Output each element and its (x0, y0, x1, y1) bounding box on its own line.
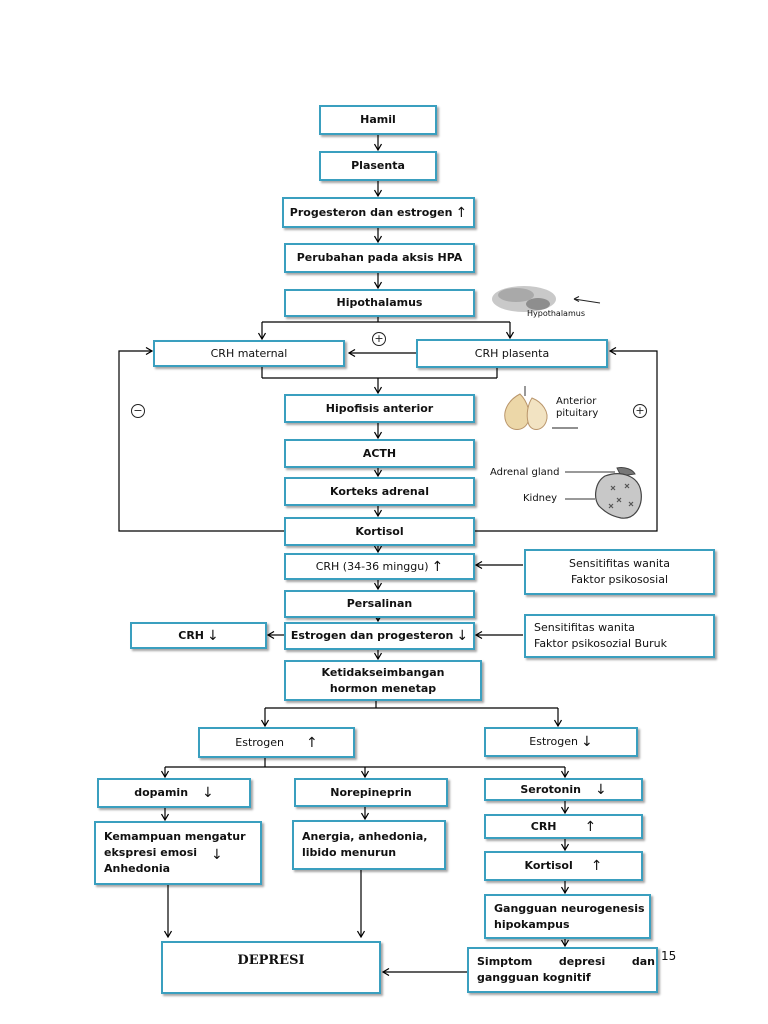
text-line: Anhedonia (104, 862, 171, 875)
node-label: Estrogen dan progesteron (290, 629, 454, 642)
node-label: Serotonin (520, 782, 581, 796)
adrenal-kidney-illustration (565, 467, 642, 519)
node-label: CRH plasenta (474, 346, 550, 360)
node-label: Persalinan (346, 597, 413, 610)
node-label: Perubahan pada aksis HPA (296, 251, 463, 264)
text-line: libido menurun (302, 846, 397, 859)
hypothalamus-label: Hypothalamus (527, 309, 585, 318)
node-sensitifitas-2: Sensitifitas wanita Faktor psikosozial B… (524, 614, 715, 658)
node-crh-34-36: CRH (34-36 minggu)↑ (284, 553, 475, 580)
plus-sign-icon: + (372, 332, 386, 346)
node-label: Estrogen (235, 735, 284, 749)
arrow-up-icon: ↑ (590, 858, 603, 874)
node-text: Anergia, anhedonia, libido menurun (302, 829, 428, 861)
pointer-line (552, 427, 578, 429)
node-label: Ketidakseimbangan hormon menetap (321, 665, 445, 695)
node-text: Sensitifitas wanita Faktor psikososial (569, 556, 670, 588)
node-gangguan-neuro: Gangguan neurogenesis hipokampus (484, 894, 651, 939)
node-text: Sensitifitas wanita Faktor psikosozial B… (534, 620, 667, 652)
node-simptom: Simptom depresi dan gangguan kognitif (467, 947, 658, 993)
arrow-down-icon: ↓ (211, 847, 223, 863)
node-depresi: DEPRESI (161, 941, 381, 994)
node-progesteron-estrogen: Progesteron dan estrogen↑ (282, 197, 475, 228)
node-perubahan-hpa: Perubahan pada aksis HPA (284, 243, 475, 273)
node-text: Gangguan neurogenesis hipokampus (494, 901, 645, 933)
text-line: hipokampus (494, 917, 570, 931)
node-label: Hipothalamus (336, 296, 423, 309)
node-crh-right: CRH ↑ (484, 814, 643, 839)
arrow-down-icon: ↓ (581, 734, 593, 750)
node-label: Plasenta (351, 159, 405, 172)
node-crh-plasenta: CRH plasenta (416, 339, 608, 368)
node-hipothalamus: Hipothalamus (284, 289, 475, 317)
node-label: CRH (530, 819, 557, 833)
node-label: CRH (34-36 minggu) (315, 559, 429, 573)
arrow-up-icon: ↑ (306, 734, 318, 751)
kidney-label: Kidney (523, 493, 558, 504)
arrow-down-icon: ↓ (207, 627, 219, 644)
node-hipofisis-anterior: Hipofisis anterior (284, 394, 475, 423)
node-kemampuan: Kemampuan mengatur ekspresi emosi Anhedo… (94, 821, 262, 885)
node-ketidakseimbangan: Ketidakseimbangan hormon menetap (284, 660, 482, 701)
node-text: Simptom depresi dan gangguan kognitif (477, 954, 655, 986)
node-estrogen-up: Estrogen ↑ (198, 727, 355, 758)
node-label: Kortisol (524, 859, 573, 872)
node-kortisol: Kortisol (284, 517, 475, 546)
plus-sign-icon: + (633, 404, 647, 418)
node-label: Norepineprin (330, 785, 412, 799)
node-label: Estrogen (529, 735, 578, 748)
node-label: CRH maternal (210, 346, 288, 360)
node-norepineprin: Norepineprin (294, 778, 448, 807)
text-line: Faktor psikososial (570, 573, 668, 586)
node-anergia: Anergia, anhedonia, libido menurun (292, 820, 446, 870)
text-line: gangguan kognitif (477, 971, 591, 984)
page-number: 15 (661, 949, 677, 963)
minus-sign-icon: − (131, 404, 145, 418)
node-label: Hamil (360, 113, 396, 126)
pituitary-illustration (504, 386, 548, 430)
text-line: ekspresi emosi (104, 846, 198, 859)
pituitary-label-line: Anterior (556, 396, 597, 407)
node-acth: ACTH (284, 439, 475, 468)
node-label: Progesteron dan estrogen (289, 205, 453, 219)
node-label: CRH (178, 628, 204, 642)
text-line: Faktor psikosozial Buruk (534, 637, 667, 650)
node-crh-down: CRH↓ (130, 622, 267, 649)
text-line: Anergia, anhedonia, (302, 830, 428, 843)
adrenal-label: Adrenal gland (490, 467, 560, 478)
text-line: Kemampuan mengatur (104, 830, 246, 843)
pituitary-label-line: pituitary (556, 408, 599, 419)
arrow-up-icon: ↑ (431, 558, 444, 575)
hypothalamus-illustration (492, 286, 601, 312)
pituitary-label: Anterior pituitary (556, 396, 598, 420)
arrow-down-icon: ↓ (456, 628, 469, 644)
node-hamil: Hamil (319, 105, 437, 135)
text-line: Sensitifitas wanita (534, 621, 635, 634)
arrow-up-icon: ↑ (584, 818, 597, 835)
node-dopamin: dopamin ↓ (97, 778, 251, 808)
node-crh-maternal: CRH maternal (153, 340, 345, 367)
node-label: Korteks adrenal (330, 484, 429, 498)
text-line: Sensitifitas wanita (569, 557, 670, 570)
node-label: dopamin (134, 786, 189, 799)
node-korteks-adrenal: Korteks adrenal (284, 477, 475, 506)
arrow-down-icon: ↓ (202, 785, 214, 801)
node-estrogen-progesteron: Estrogen dan progesteron↓ (284, 622, 475, 650)
node-label: ACTH (362, 446, 397, 460)
node-text: Kemampuan mengatur ekspresi emosi Anhedo… (104, 829, 246, 877)
node-persalinan: Persalinan (284, 590, 475, 618)
node-sensitifitas-1: Sensitifitas wanita Faktor psikososial (524, 549, 715, 595)
arrow-down-icon: ↓ (594, 781, 607, 798)
node-label: Kortisol (355, 524, 404, 538)
node-label: Hipofisis anterior (325, 401, 434, 415)
text-line: Simptom depresi dan (477, 955, 655, 968)
node-kortisol-right: Kortisol ↑ (484, 851, 643, 881)
node-estrogen-down: Estrogen↓ (484, 727, 638, 757)
node-plasenta: Plasenta (319, 151, 437, 181)
text-line: Gangguan neurogenesis (494, 901, 645, 915)
arrow-up-icon: ↑ (455, 204, 468, 221)
node-serotonin: Serotonin ↓ (484, 778, 643, 801)
node-label: DEPRESI (237, 953, 305, 968)
